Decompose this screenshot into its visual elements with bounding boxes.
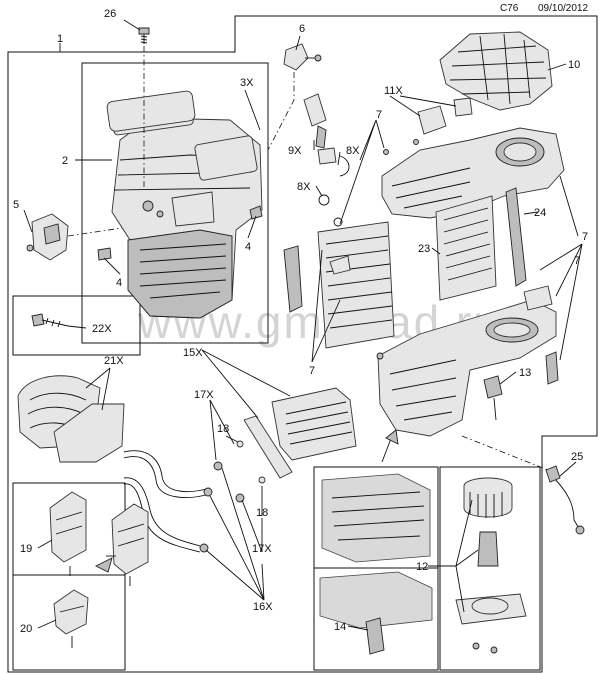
callout-24: 24 [534, 207, 546, 219]
seal-24 [505, 187, 527, 287]
clip-4b [249, 205, 263, 220]
seals-18 [236, 440, 266, 484]
callout-9x: 9X [288, 145, 302, 157]
leader-25-dash [461, 435, 549, 471]
clip-8x [318, 155, 350, 227]
module-20-box [12, 574, 126, 671]
lever-9x [303, 93, 337, 165]
inset-view-top [321, 473, 431, 563]
callout-7b: 7 [309, 365, 315, 377]
callout-2: 2 [62, 155, 68, 167]
filter-23 [435, 195, 497, 301]
callout-15x: 15X [183, 347, 203, 359]
heater-core-15x [243, 387, 357, 479]
sensor-13 [483, 375, 503, 421]
callout-20: 20 [20, 623, 32, 635]
callout-7a: 7 [376, 109, 382, 121]
actuator-6 [283, 43, 322, 71]
callout-4b: 4 [245, 241, 251, 253]
leader-6-dash [267, 72, 295, 151]
callout-21x: 21X [104, 355, 124, 367]
duct-housing-10 [439, 31, 553, 111]
screw-26 [138, 27, 150, 44]
callout-8x-b: 8X [297, 181, 311, 193]
callout-12: 12 [416, 561, 428, 573]
seal-strip-7 [283, 245, 303, 313]
leader-lines [23, 35, 583, 631]
cable-25 [545, 465, 585, 535]
evaporator-case-lower [376, 285, 559, 437]
seal-3x [106, 90, 196, 132]
callout-5: 5 [13, 199, 19, 211]
arrow-to-module [94, 557, 113, 573]
leader-5-dash [67, 227, 123, 237]
callout-4a: 4 [116, 277, 122, 289]
callout-19: 19 [20, 543, 32, 555]
callout-10: 10 [568, 59, 580, 71]
blower-motor-box [439, 466, 541, 671]
callout-7c: 7 [582, 231, 588, 243]
callout-8x-a: 8X [346, 145, 360, 157]
screw-22x [31, 313, 69, 328]
callout-11x: 11X [384, 85, 403, 97]
callout-13: 13 [519, 367, 531, 379]
evaporator-case-upper [381, 127, 565, 219]
evaporator-7 [317, 221, 395, 349]
diagram-date: 09/10/2012 [538, 3, 588, 14]
module-19 [49, 491, 87, 576]
callout-23: 23 [418, 243, 430, 255]
callout-16x: 16X [253, 601, 273, 613]
blower-motor-12 [455, 477, 527, 654]
screw-22-box [12, 295, 141, 356]
callout-25: 25 [571, 451, 583, 463]
heater-core-box [81, 62, 269, 344]
duct-21x [17, 375, 125, 463]
clips-17x [199, 461, 245, 553]
module-19b [111, 503, 149, 586]
callout-17x-b: 17X [252, 543, 272, 555]
callout-22x: 22X [92, 323, 112, 335]
callout-26: 26 [104, 8, 116, 20]
inset-view-bottom [319, 571, 433, 655]
actuator-5 [26, 213, 69, 261]
callout-18b: 18 [256, 507, 268, 519]
pipes-16x [123, 450, 211, 553]
actuator-11x [413, 97, 473, 145]
callout-6: 6 [299, 23, 305, 35]
callout-3x: 3X [240, 77, 254, 89]
leader-26 [123, 19, 141, 31]
callout-1: 1 [57, 33, 63, 45]
module-20 [53, 589, 89, 648]
callout-14: 14 [334, 621, 346, 633]
callout-7d: 7 [574, 255, 580, 267]
callout-17x-a: 17X [194, 389, 214, 401]
clip-4a [97, 247, 112, 261]
arrow-to-inset [381, 429, 399, 463]
callout-18a: 18 [217, 423, 229, 435]
diagram-code: C76 [500, 3, 519, 14]
assembly-frame [7, 15, 598, 673]
